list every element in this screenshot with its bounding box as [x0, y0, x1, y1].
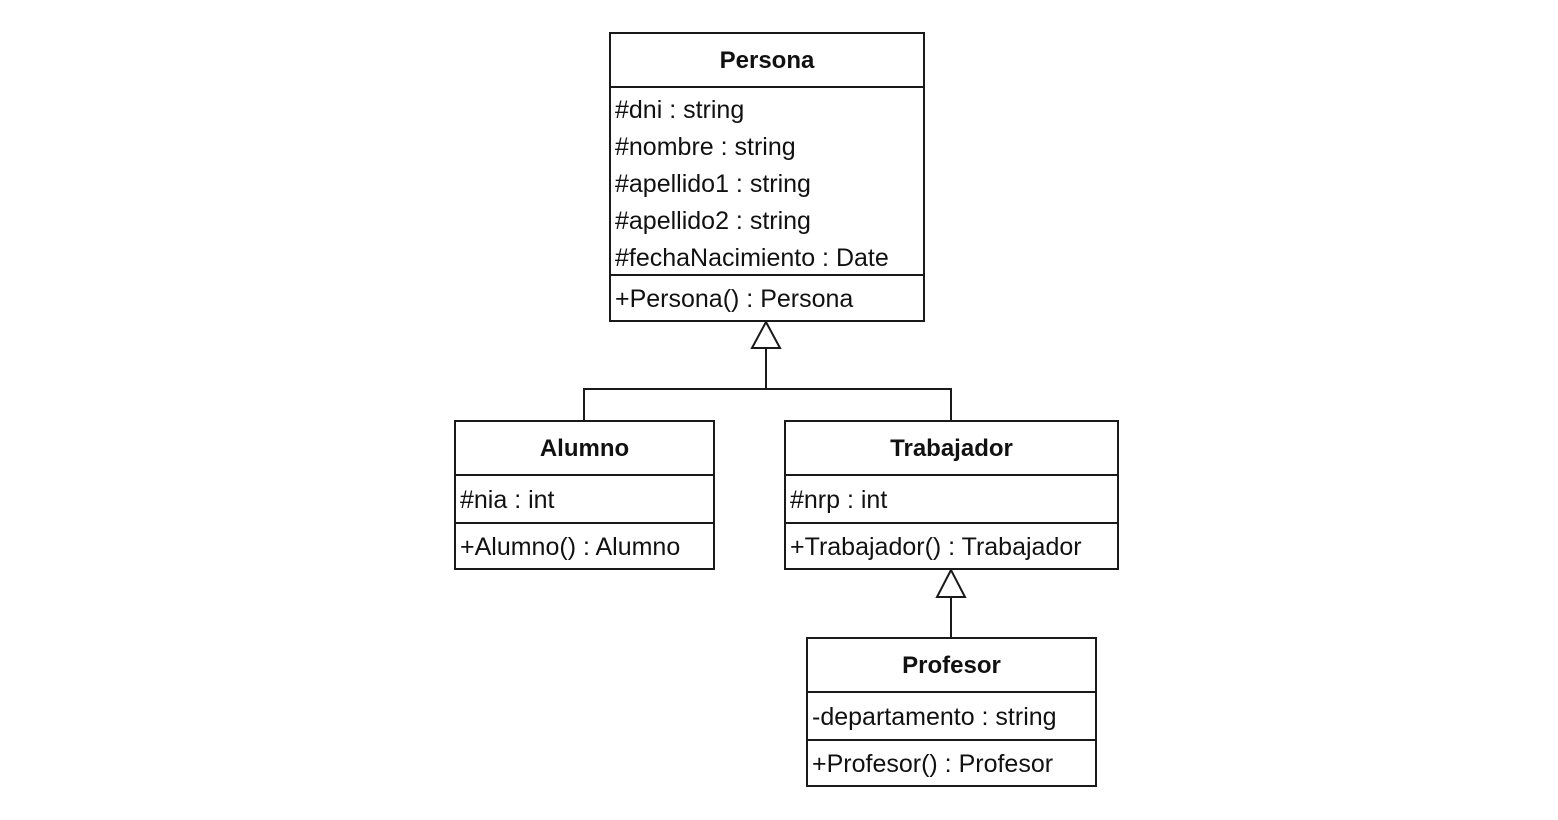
generalization-line-alumno	[583, 388, 766, 420]
class-persona[interactable]: Persona #dni : string #nombre : string #…	[609, 32, 925, 322]
attribute: #nia : int	[460, 486, 555, 514]
class-name: Trabajador	[786, 422, 1117, 476]
attributes-compartment: #nia : int	[456, 476, 713, 524]
operation: +Profesor() : Profesor	[812, 750, 1054, 778]
generalization-alumno-trabajador-to-persona	[583, 319, 952, 420]
attributes-compartment: #dni : string #nombre : string #apellido…	[611, 88, 923, 276]
attributes-compartment: #nrp : int	[786, 476, 1117, 524]
attribute: #apellido2 : string	[615, 207, 811, 235]
class-name: Profesor	[808, 639, 1095, 693]
class-profesor[interactable]: Profesor -departamento : string +Profeso…	[806, 637, 1097, 787]
class-trabajador[interactable]: Trabajador #nrp : int +Trabajador() : Tr…	[784, 420, 1119, 570]
operations-compartment: +Profesor() : Profesor	[808, 741, 1095, 785]
operations-compartment: +Trabajador() : Trabajador	[786, 524, 1117, 568]
generalization-arrowhead-trabajador	[935, 567, 967, 598]
attribute: #fechaNacimiento : Date	[615, 244, 889, 272]
operation: +Persona() : Persona	[615, 285, 854, 313]
class-name: Alumno	[456, 422, 713, 476]
attributes-compartment: -departamento : string	[808, 693, 1095, 741]
class-alumno[interactable]: Alumno #nia : int +Alumno() : Alumno	[454, 420, 715, 570]
attribute: #nombre : string	[615, 133, 796, 161]
operations-compartment: +Persona() : Persona	[611, 276, 923, 320]
attribute: #dni : string	[615, 96, 745, 124]
operation: +Trabajador() : Trabajador	[790, 533, 1082, 561]
class-name: Persona	[611, 34, 923, 88]
generalization-profesor-to-trabajador	[935, 567, 967, 637]
generalization-line-trabajador	[766, 388, 952, 420]
attribute: -departamento : string	[812, 703, 1057, 731]
attribute: #apellido1 : string	[615, 170, 811, 198]
attribute: #nrp : int	[790, 486, 888, 514]
operations-compartment: +Alumno() : Alumno	[456, 524, 713, 568]
operation: +Alumno() : Alumno	[460, 533, 681, 561]
generalization-arrowhead-persona	[750, 319, 782, 349]
